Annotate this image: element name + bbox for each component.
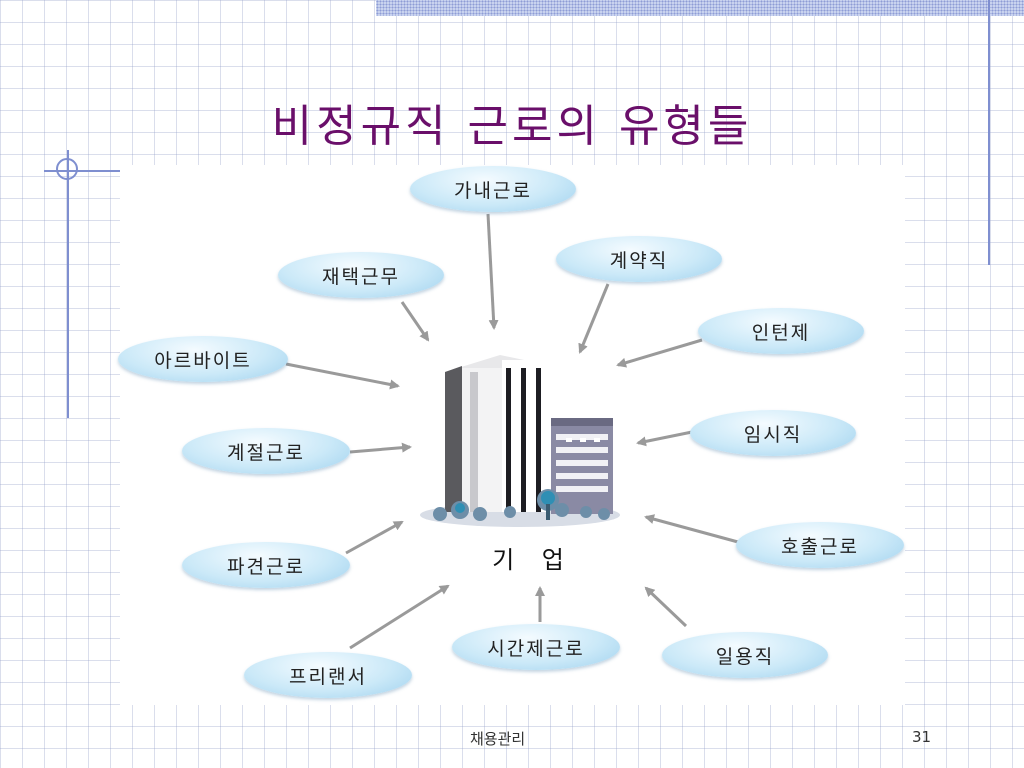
arrow-gyeyak xyxy=(578,283,610,354)
arrow-imsi xyxy=(636,430,693,447)
bubble-hochul-geunro: 호출근로 xyxy=(736,522,904,568)
bubble-gane-geunro: 가내근로 xyxy=(410,166,576,212)
decorative-vertical-line-right xyxy=(988,0,990,265)
arrow-pagyeon xyxy=(345,520,404,555)
footer-text: 채용관리 xyxy=(470,730,526,748)
bubble-freelancer: 프리랜서 xyxy=(244,652,412,698)
arrow-freelancer xyxy=(349,584,450,650)
slide-title: 비정규직 근로의 유형들 xyxy=(271,101,753,152)
bubble-sigan-geunro: 시간제근로 xyxy=(452,624,620,670)
bubble-ilyongjik: 일용직 xyxy=(662,632,828,678)
decorative-circle-icon xyxy=(56,158,78,180)
bubble-gyejeol-geunro: 계절근로 xyxy=(182,428,350,474)
bubble-gyeyakjik: 계약직 xyxy=(556,236,722,282)
center-label: 기 업 xyxy=(492,546,574,574)
decorative-vertical-line-left xyxy=(67,150,69,418)
arrow-gyejeol xyxy=(349,442,412,454)
header-decoration-band xyxy=(376,0,1024,16)
bubble-pagyeon-geunro: 파견근로 xyxy=(182,542,350,588)
bubble-jaetaek-geunmu: 재택근무 xyxy=(278,252,444,298)
arrow-arbeit xyxy=(285,362,400,390)
arrow-gane xyxy=(486,213,499,330)
bubble-arbeit: 아르바이트 xyxy=(118,336,288,382)
arrow-hochul xyxy=(644,514,739,544)
page-number: 31 xyxy=(912,728,932,746)
bubble-imsijik: 임시직 xyxy=(690,410,856,456)
arrow-ilyong xyxy=(644,586,688,628)
arrow-jaetaek xyxy=(400,301,430,342)
arrow-intern xyxy=(616,338,703,368)
decorative-horizontal-line xyxy=(44,170,120,172)
building-icon xyxy=(420,355,620,527)
bubble-internje: 인턴제 xyxy=(698,308,864,354)
